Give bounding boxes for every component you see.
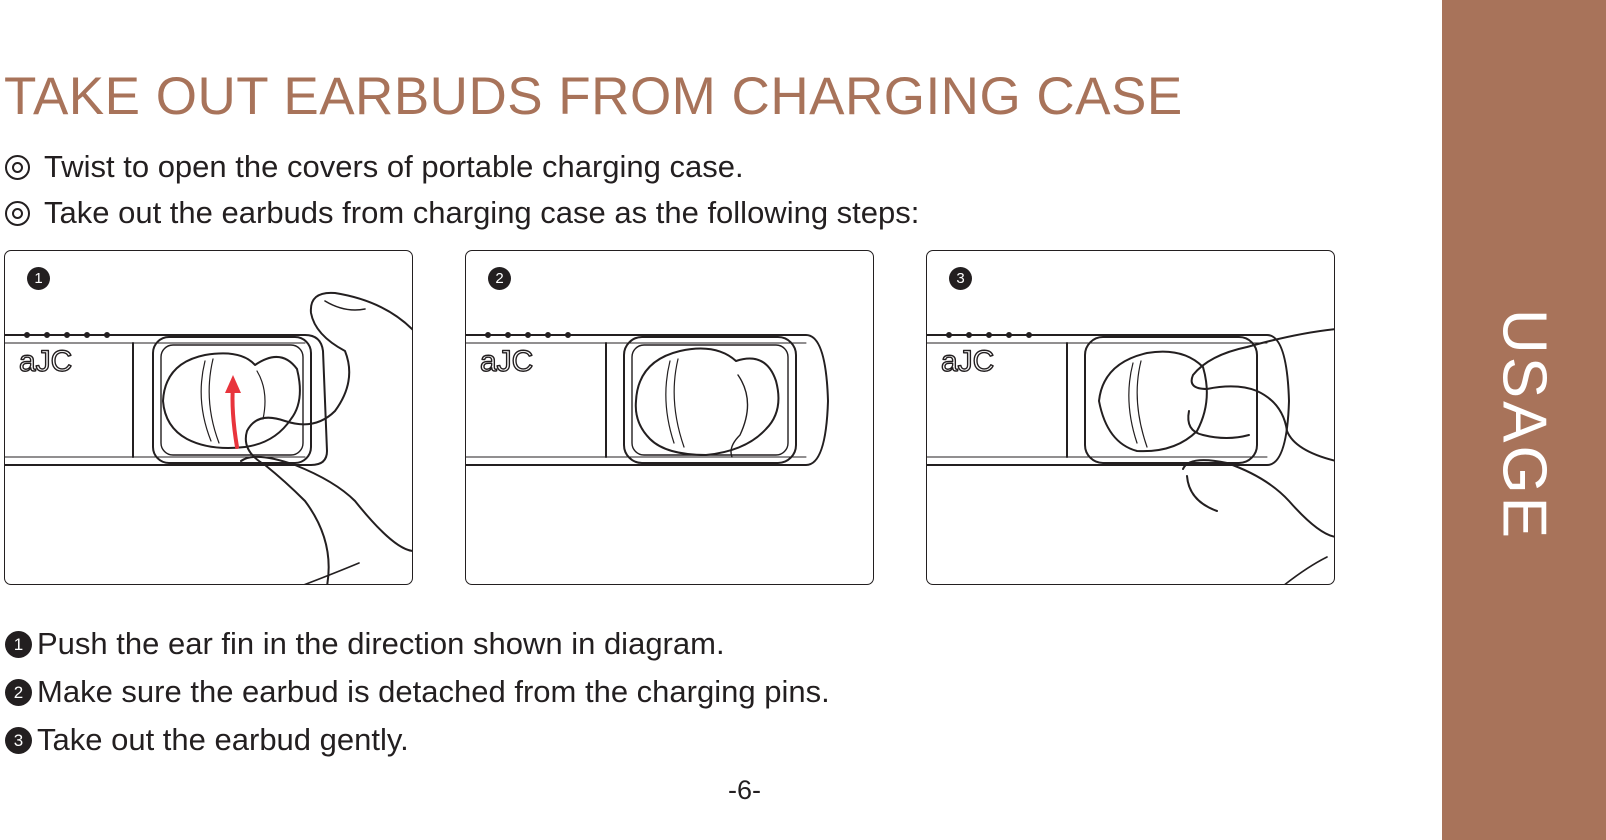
step-badge: 2 xyxy=(488,267,511,290)
double-circle-bullet-icon xyxy=(5,154,30,180)
intro-text: Take out the earbuds from charging case … xyxy=(44,195,920,230)
step-item: 3 Take out the earbud gently. xyxy=(5,716,830,764)
illustration-panel-1: aJC 1 xyxy=(4,250,413,585)
svg-text:aJC: aJC xyxy=(941,345,994,378)
intro-text: Twist to open the covers of portable cha… xyxy=(44,149,744,184)
double-circle-bullet-icon xyxy=(5,200,30,226)
side-section-label: USAGE xyxy=(1489,308,1559,542)
intro-item: Twist to open the covers of portable cha… xyxy=(5,144,919,190)
step-item: 2 Make sure the earbud is detached from … xyxy=(5,668,830,716)
illustration-panel-3: aJC 3 xyxy=(926,250,1335,585)
steps-list: 1 Push the ear fin in the direction show… xyxy=(5,620,830,764)
step-number-badge: 1 xyxy=(5,630,32,658)
svg-text:aJC: aJC xyxy=(480,345,533,378)
step-text: Make sure the earbud is detached from th… xyxy=(37,674,830,709)
intro-list: Twist to open the covers of portable cha… xyxy=(5,144,919,236)
intro-item: Take out the earbuds from charging case … xyxy=(5,190,919,236)
step-number-badge: 3 xyxy=(5,726,32,754)
illustration-panel-2: aJC 2 xyxy=(465,250,874,585)
step-text: Take out the earbud gently. xyxy=(37,722,409,757)
page-number: -6- xyxy=(728,775,761,805)
step-item: 1 Push the ear fin in the direction show… xyxy=(5,620,830,668)
step-badge: 3 xyxy=(949,267,972,290)
case-illustration-push-fin: aJC xyxy=(5,291,412,584)
step-number-badge: 2 xyxy=(5,678,32,706)
step-badge: 1 xyxy=(27,267,50,290)
case-illustration-take-out: aJC xyxy=(927,328,1334,584)
page-title: TAKE OUT EARBUDS FROM CHARGING CASE xyxy=(4,67,1183,126)
step-text: Push the ear fin in the direction shown … xyxy=(37,626,725,661)
case-illustration-detached: aJC xyxy=(466,332,829,466)
side-section-tab: USAGE xyxy=(1442,0,1606,840)
svg-text:aJC: aJC xyxy=(19,345,72,378)
